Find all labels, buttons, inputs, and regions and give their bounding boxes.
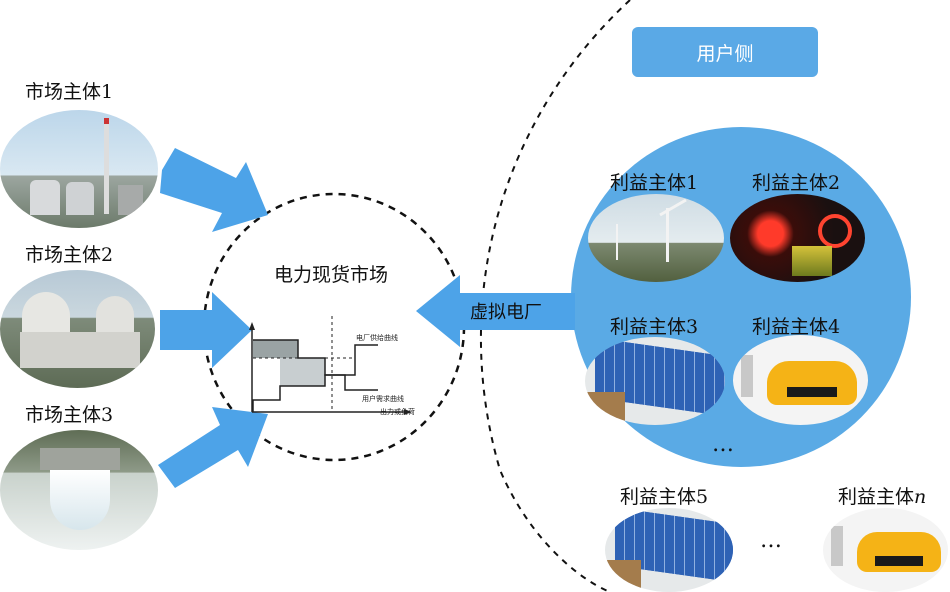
user-side-boundary	[479, 0, 631, 592]
entity-3-label: 利益主体3	[610, 316, 699, 338]
arrow-player2	[160, 292, 252, 368]
surplus-area	[253, 340, 298, 358]
electric-car-image-2	[823, 508, 948, 592]
supply-curve	[253, 339, 378, 376]
market-title: 电力现货市场	[274, 264, 389, 286]
nuclear-power-plant-image	[0, 270, 155, 388]
city-lights-image	[730, 194, 865, 282]
vpp-label: 虚拟电厂	[470, 302, 542, 323]
arrow-player3	[158, 407, 268, 488]
market-chart	[249, 316, 412, 415]
entity-1-label: 利益主体1	[610, 172, 699, 194]
user-side-header: 用户侧	[632, 27, 818, 77]
market-player-3-label: 市场主体3	[25, 404, 114, 426]
market-player-2-label: 市场主体2	[25, 244, 114, 266]
demand-curve	[252, 374, 378, 412]
supply-curve-label: 电厂供给曲线	[356, 334, 398, 342]
market-player-1-label: 市场主体1	[25, 81, 114, 103]
surplus-area-2	[280, 358, 325, 386]
solar-panels-image-1	[585, 337, 725, 425]
entity-n-prefix: 利益主体	[838, 486, 915, 508]
vpp-arrow	[416, 275, 575, 347]
entity-5-label: 利益主体5	[620, 486, 709, 508]
arrow-player1	[160, 148, 268, 232]
user-side-title: 用户侧	[696, 42, 754, 65]
wind-turbines-image	[588, 194, 724, 282]
entity-2-label: 利益主体2	[752, 172, 841, 194]
demand-curve-label: 用户需求曲线	[362, 395, 404, 403]
hydro-dam-image	[0, 430, 158, 550]
electric-car-image-1	[733, 335, 868, 425]
entity-n-label: 利益主体n	[838, 482, 926, 509]
ellipsis-inner: …	[712, 432, 734, 457]
ellipsis-outer: …	[760, 528, 782, 553]
clearing-label: 出力或负荷	[380, 408, 415, 416]
entity-4-label: 利益主体4	[752, 316, 841, 338]
solar-panels-image-2	[605, 508, 733, 592]
thermal-power-plant-image	[0, 110, 158, 228]
entity-n-suffix: n	[914, 486, 927, 508]
